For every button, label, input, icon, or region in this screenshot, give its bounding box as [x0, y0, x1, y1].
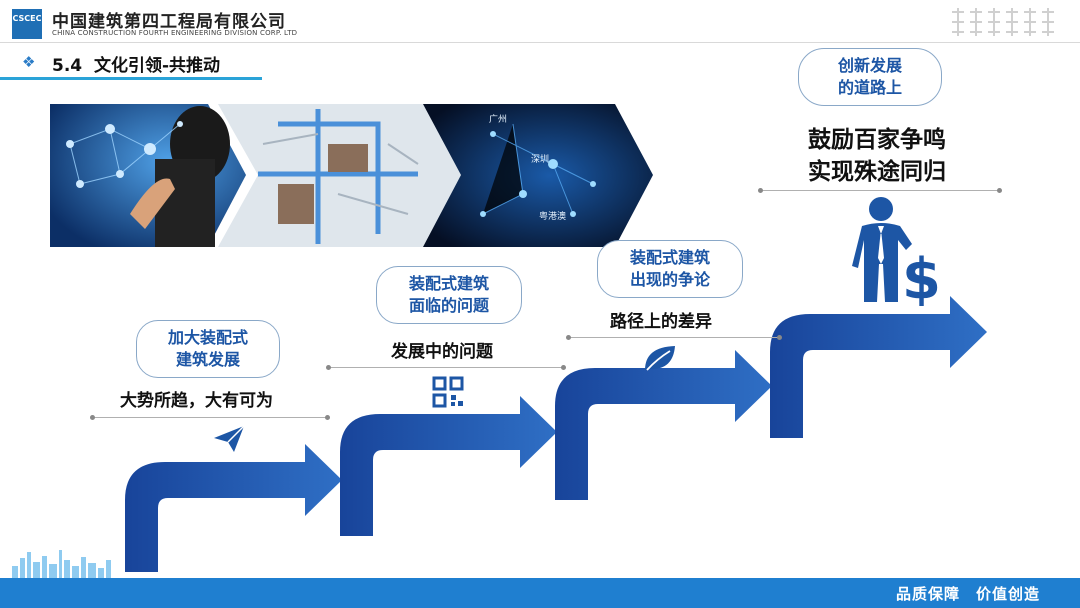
header-pattern-decoration: [952, 8, 1054, 36]
company-name-cn: 中国建筑第四工程局有限公司: [52, 12, 286, 32]
step2-caption: 发展中的问题: [391, 342, 493, 362]
qr-code-icon: [432, 376, 464, 408]
arrow-step-1: [125, 444, 342, 572]
footer-slogan: 品质保障 价值创造: [895, 585, 1040, 603]
step4-bubble: 创新发展 的道路上: [798, 48, 942, 106]
company-logo: CSCEC: [12, 9, 42, 39]
step1-caption: 大势所趋，大有可为: [120, 391, 273, 411]
company-name-en: CHINA CONSTRUCTION FOURTH ENGINEERING DI…: [52, 29, 298, 37]
photo-prefab-building-model: [218, 104, 466, 247]
step3-caption: 路径上的差异: [610, 312, 712, 332]
leaf-icon: [645, 346, 675, 371]
arrow-step-2: [340, 396, 557, 536]
svg-text:$: $: [902, 247, 941, 306]
section-underline: [0, 77, 262, 80]
footer-bar: [0, 578, 1080, 608]
paper-plane-icon: [214, 425, 245, 452]
section-bullet-icon: ❖: [22, 53, 36, 71]
map-label-guangzhou: 广州: [489, 113, 507, 125]
step1-bubble: 加大装配式 建筑发展: [136, 320, 280, 378]
step2-bubble: 装配式建筑 面临的问题: [376, 266, 522, 324]
businessman-dollar-icon: $: [852, 197, 941, 306]
step2-dotted-line: [326, 365, 566, 370]
city-skyline-decoration: [12, 550, 111, 578]
arrow-step-3: [555, 350, 772, 500]
step3-dotted-line: [566, 335, 782, 340]
photo-network-touch: [50, 104, 246, 247]
step4-caption: 鼓励百家争鸣 实现殊途同归: [808, 127, 946, 185]
step1-dotted-line: [90, 415, 330, 420]
step4-dotted-line: [758, 188, 1002, 193]
map-label-shenzhen: 深圳: [531, 154, 549, 165]
photo-greater-bay-area-map: 广州 深圳 粤港澳: [423, 104, 653, 247]
header-divider: [0, 42, 1080, 43]
arrow-step-4: [770, 296, 987, 438]
map-label-gba: 粤港澳: [539, 210, 566, 222]
section-title: 5.4 文化引领-共推动: [52, 56, 221, 76]
step3-bubble: 装配式建筑 出现的争论: [597, 240, 743, 298]
